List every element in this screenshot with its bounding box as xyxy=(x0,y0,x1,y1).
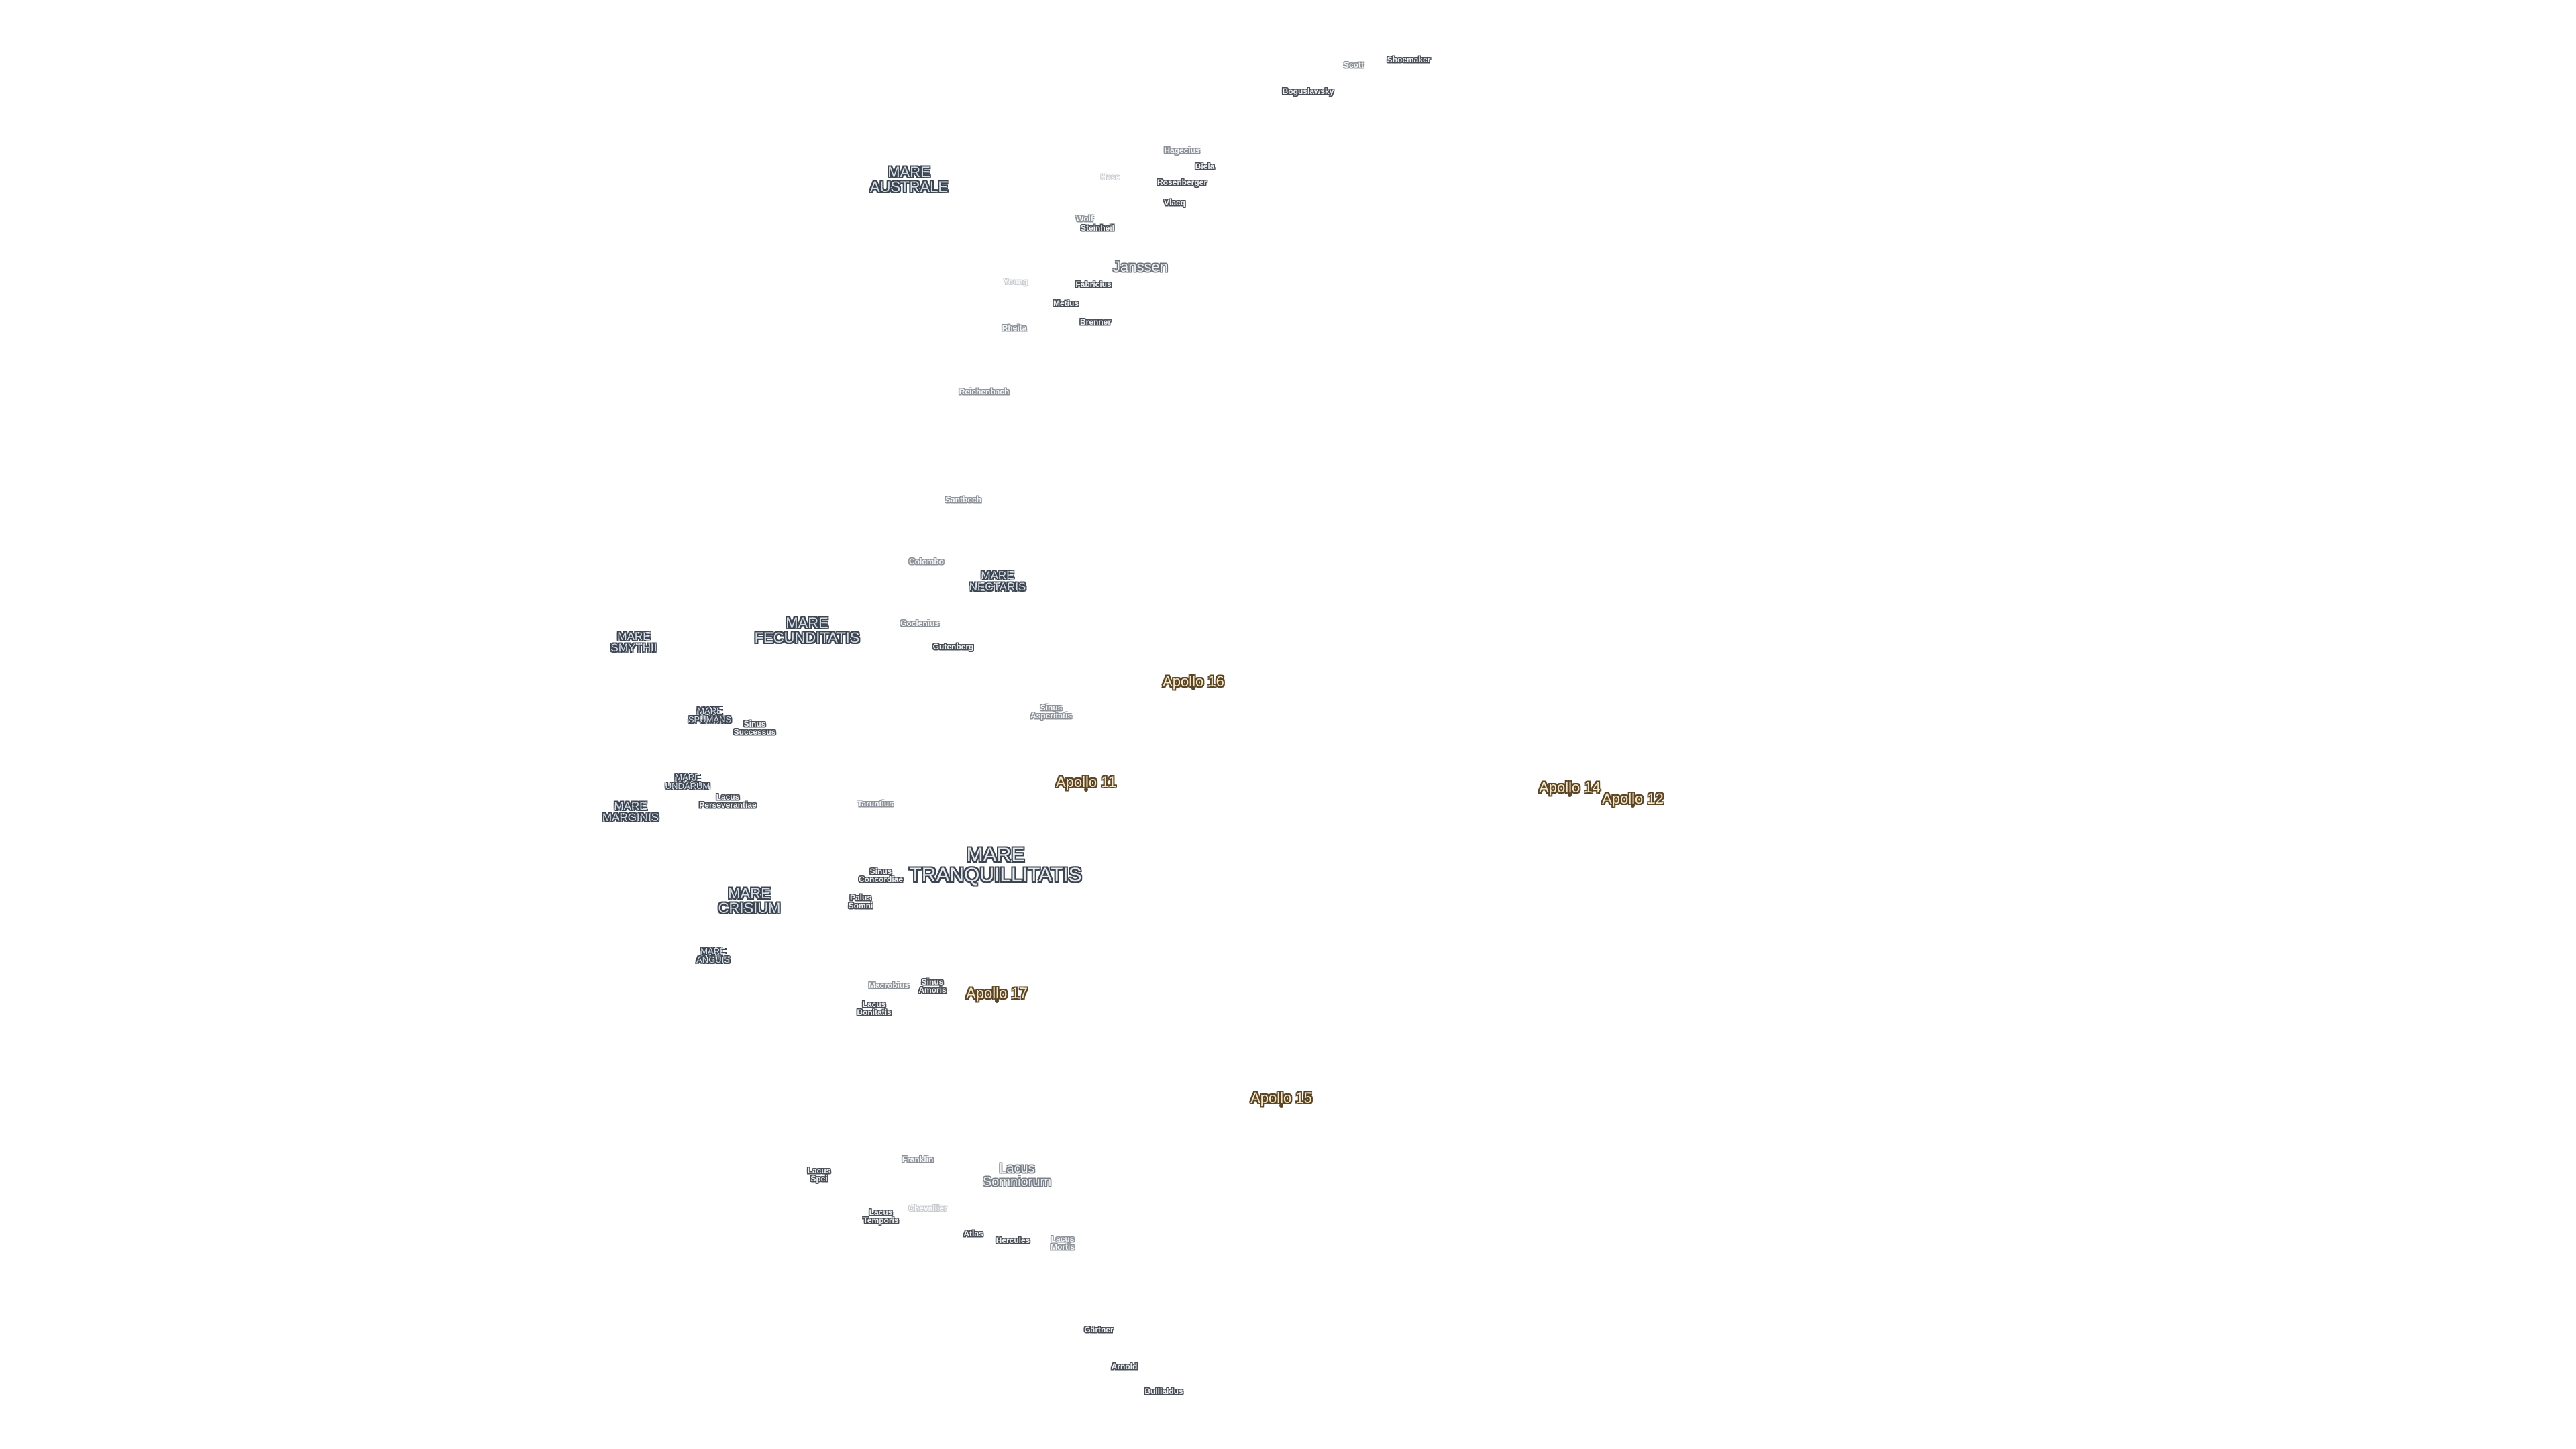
lacus-spei-label: Lacus Spei xyxy=(807,1166,831,1183)
crater-steinheil-label: Steinheil xyxy=(1080,223,1115,233)
crater-hase-label: Hase xyxy=(1100,172,1120,182)
crater-wolf-label: Wolf xyxy=(1076,214,1093,223)
crater-arnold-label: Arnold xyxy=(1111,1362,1138,1371)
mare-marginis-label: MARE MARGINIS xyxy=(602,800,659,824)
mare-spumans-label: MARE SPUMANS xyxy=(688,706,732,724)
lacus-mortis-label: Lacus Mortis xyxy=(1051,1234,1075,1252)
apollo-16-marker-icon[interactable] xyxy=(1191,686,1195,690)
crater-rheita-label: Rheita xyxy=(1002,323,1027,333)
sinus-concordiae-label: Sinus Concordiae xyxy=(858,867,904,884)
lacus-temporis-label: Lacus Temporis xyxy=(863,1208,899,1225)
lacus-somniorum-label: Lacus Somniorum xyxy=(982,1161,1052,1189)
lacus-bonitatis-label: Lacus Bonitatis xyxy=(857,1000,892,1017)
crater-colombo-label: Colombo xyxy=(909,557,944,566)
crater-scott-label: Scott xyxy=(1344,60,1364,70)
apollo-12-label[interactable]: Apollo 12 xyxy=(1602,790,1664,807)
apollo-17-label[interactable]: Apollo 17 xyxy=(966,985,1028,1002)
crater-young-label: Young xyxy=(1003,277,1028,286)
crater-boguslawsky-label: Boguslawsky xyxy=(1282,87,1334,96)
crater-metius-label: Metius xyxy=(1053,299,1079,308)
mare-nectaris-label: MARE NECTARIS xyxy=(969,569,1026,593)
mare-australe-label: MARE AUSTRALE xyxy=(869,164,949,195)
palus-somni-label: Palus Somni xyxy=(848,893,873,910)
mare-fecunditatis-label: MARE FECUNDITATIS xyxy=(754,614,860,646)
crater-taruntius-label: Taruntius xyxy=(857,799,894,808)
crater-reichenbach-label: Reichenbach xyxy=(959,387,1010,396)
apollo-16-label[interactable]: Apollo 16 xyxy=(1163,673,1224,690)
apollo-12-marker-icon[interactable] xyxy=(1631,804,1635,808)
crater-goclenius-label: Goclenius xyxy=(900,619,940,628)
crater-gutenberg-label: Gutenberg xyxy=(932,642,974,651)
crater-franklin-label: Franklin xyxy=(902,1155,934,1164)
crater-gartner-label: Gärtner xyxy=(1084,1325,1114,1334)
crater-chevallier-label: Chevallier xyxy=(908,1203,947,1213)
crater-shoemaker-label: Shoemaker xyxy=(1387,55,1431,64)
crater-rosenberger-label: Rosenberger xyxy=(1157,178,1208,187)
apollo-15-label[interactable]: Apollo 15 xyxy=(1250,1089,1312,1106)
crater-fabricius-label: Fabricius xyxy=(1075,280,1112,289)
crater-hercules-label: Hercules xyxy=(996,1236,1030,1245)
apollo-14-label[interactable]: Apollo 14 xyxy=(1539,779,1601,796)
lacus-perseverantiae-label: Lacus Perseverantiae xyxy=(699,792,757,810)
sinus-asperitatis-label: Sinus Asperitatis xyxy=(1030,703,1073,720)
sinus-successus-label: Sinus Successus xyxy=(733,719,776,737)
crater-biela-label: Biela xyxy=(1195,162,1215,171)
mare-tranquillitatis-label: MARE TRANQUILLITATIS xyxy=(909,844,1082,886)
crater-bullialdus-label: Bullialdus xyxy=(1144,1387,1183,1396)
crater-santbech-label: Santbech xyxy=(945,495,982,504)
mare-anguis-label: MARE ANGUIS xyxy=(696,946,730,965)
crater-hagecius-label: Hagecius xyxy=(1164,146,1200,155)
crater-janssen-label: Janssen xyxy=(1113,258,1168,275)
crater-vlacq-label: Vlacq xyxy=(1163,198,1186,207)
crater-atlas-label: Atlas xyxy=(963,1229,983,1238)
mare-smythii-label: MARE SMYTHII xyxy=(610,630,657,654)
mare-undarum-label: MARE UNDARUM xyxy=(665,772,710,791)
apollo-15-marker-icon[interactable] xyxy=(1279,1104,1283,1108)
apollo-14-marker-icon[interactable] xyxy=(1568,793,1572,797)
apollo-11-marker-icon[interactable] xyxy=(1084,788,1088,792)
crater-macrobius-label: Macrobius xyxy=(868,981,910,990)
mare-crisium-label: MARE CRISIUM xyxy=(718,885,781,916)
apollo-17-marker-icon[interactable] xyxy=(995,999,999,1003)
sinus-amoris-label: Sinus Amoris xyxy=(918,977,947,995)
crater-brenner-label: Brenner xyxy=(1079,317,1112,327)
apollo-11-label[interactable]: Apollo 11 xyxy=(1055,773,1117,790)
